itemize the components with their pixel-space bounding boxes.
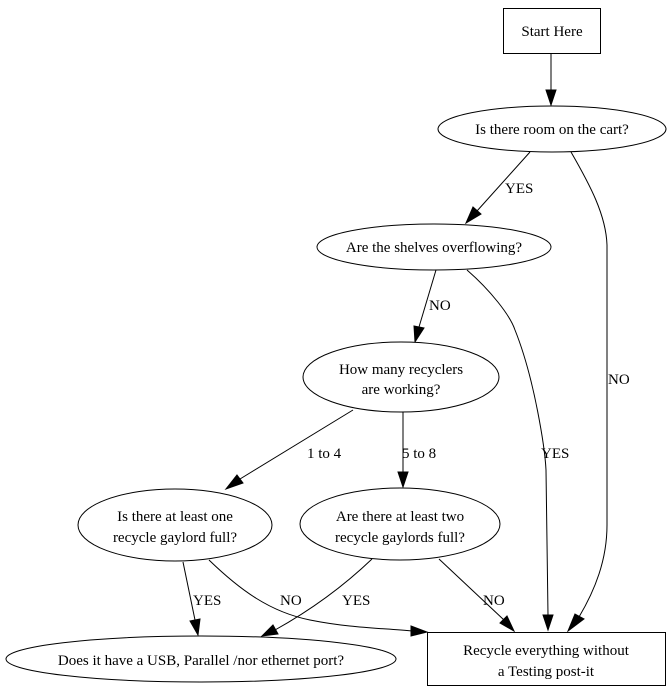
node-label-line-1: Recycle everything without: [463, 643, 630, 659]
node-label-line-2: recycle gaylord full?: [113, 530, 237, 546]
edge-recyclers-to-one-gaylord: 1 to 4: [224, 409, 354, 491]
edge-label-yes: YES: [193, 593, 221, 609]
edge-shelves-to-recyclers: NO: [413, 269, 451, 344]
edge-label-no: NO: [608, 372, 630, 388]
node-label-line-2: recycle gaylords full?: [335, 530, 465, 546]
arrowhead-icon: [224, 474, 244, 491]
edge-label-yes: YES: [342, 593, 370, 609]
edge-label-no: NO: [483, 593, 505, 609]
node-label-line-2: a Testing post-it: [498, 664, 595, 680]
edge-room-cart-to-shelves: YES: [464, 151, 533, 225]
node-start: Start Here: [503, 8, 601, 54]
edge-label-yes: YES: [541, 446, 569, 462]
node-label: Is there room on the cart?: [475, 122, 629, 138]
node-label-line-1: Are there at least two: [336, 509, 464, 525]
node-two-gaylords: Are there at least two recycle gaylords …: [299, 487, 501, 561]
edge-start-to-room-cart: [545, 53, 557, 107]
edge-label-5-to-8: 5 to 8: [402, 446, 436, 462]
arrowhead-icon: [542, 614, 554, 632]
node-label-line-1: How many recyclers: [339, 362, 463, 378]
node-label: Start Here: [521, 24, 583, 40]
edge-label-no: NO: [280, 593, 302, 609]
edge-label-no: NO: [429, 298, 451, 314]
arrowhead-icon: [566, 613, 585, 633]
node-recyclers: How many recyclers are working?: [302, 341, 500, 413]
edge-two-gaylords-to-recycle-all: NO: [438, 558, 516, 633]
node-ellipse: [77, 488, 273, 562]
node-label-line-1: Is there at least one: [117, 509, 233, 525]
edge-shelves-to-recycle-all: YES: [466, 269, 569, 632]
arrowhead-icon: [410, 625, 429, 637]
arrowhead-icon: [189, 618, 201, 637]
node-label: Are the shelves overflowing?: [346, 240, 523, 256]
node-ellipse: [316, 223, 552, 271]
node-shelves: Are the shelves overflowing?: [316, 223, 552, 271]
node-label-line-2: are working?: [362, 382, 441, 398]
arrowhead-icon: [545, 89, 557, 107]
node-label: Does it have a USB, Parallel /nor ethern…: [58, 653, 345, 669]
arrowhead-icon: [499, 615, 516, 633]
node-box: [427, 632, 666, 686]
edge-label-yes: YES: [505, 181, 533, 197]
node-ellipse: [302, 341, 500, 413]
node-port: Does it have a USB, Parallel /nor ethern…: [5, 635, 397, 683]
edge-room-cart-to-recycle-all: NO: [566, 151, 630, 633]
node-box: [503, 8, 601, 54]
edge-recyclers-to-two-gaylords: 5 to 8: [397, 412, 436, 489]
arrowhead-icon: [260, 624, 279, 637]
arrowhead-icon: [464, 206, 482, 225]
node-recycle-all: Recycle everything without a Testing pos…: [427, 632, 666, 686]
edge-label-1-to-4: 1 to 4: [307, 446, 342, 462]
edge-one-gaylord-to-recycle-all: NO: [208, 559, 429, 637]
node-one-gaylord: Is there at least one recycle gaylord fu…: [77, 488, 273, 562]
edge-two-gaylords-to-port: YES: [260, 558, 373, 637]
node-ellipse: [5, 635, 397, 683]
arrowhead-icon: [413, 325, 425, 344]
node-ellipse: [437, 105, 667, 153]
node-room-cart: Is there room on the cart?: [437, 105, 667, 153]
node-ellipse: [299, 487, 501, 561]
arrowhead-icon: [397, 471, 409, 489]
edge-one-gaylord-to-port: YES: [182, 561, 221, 637]
